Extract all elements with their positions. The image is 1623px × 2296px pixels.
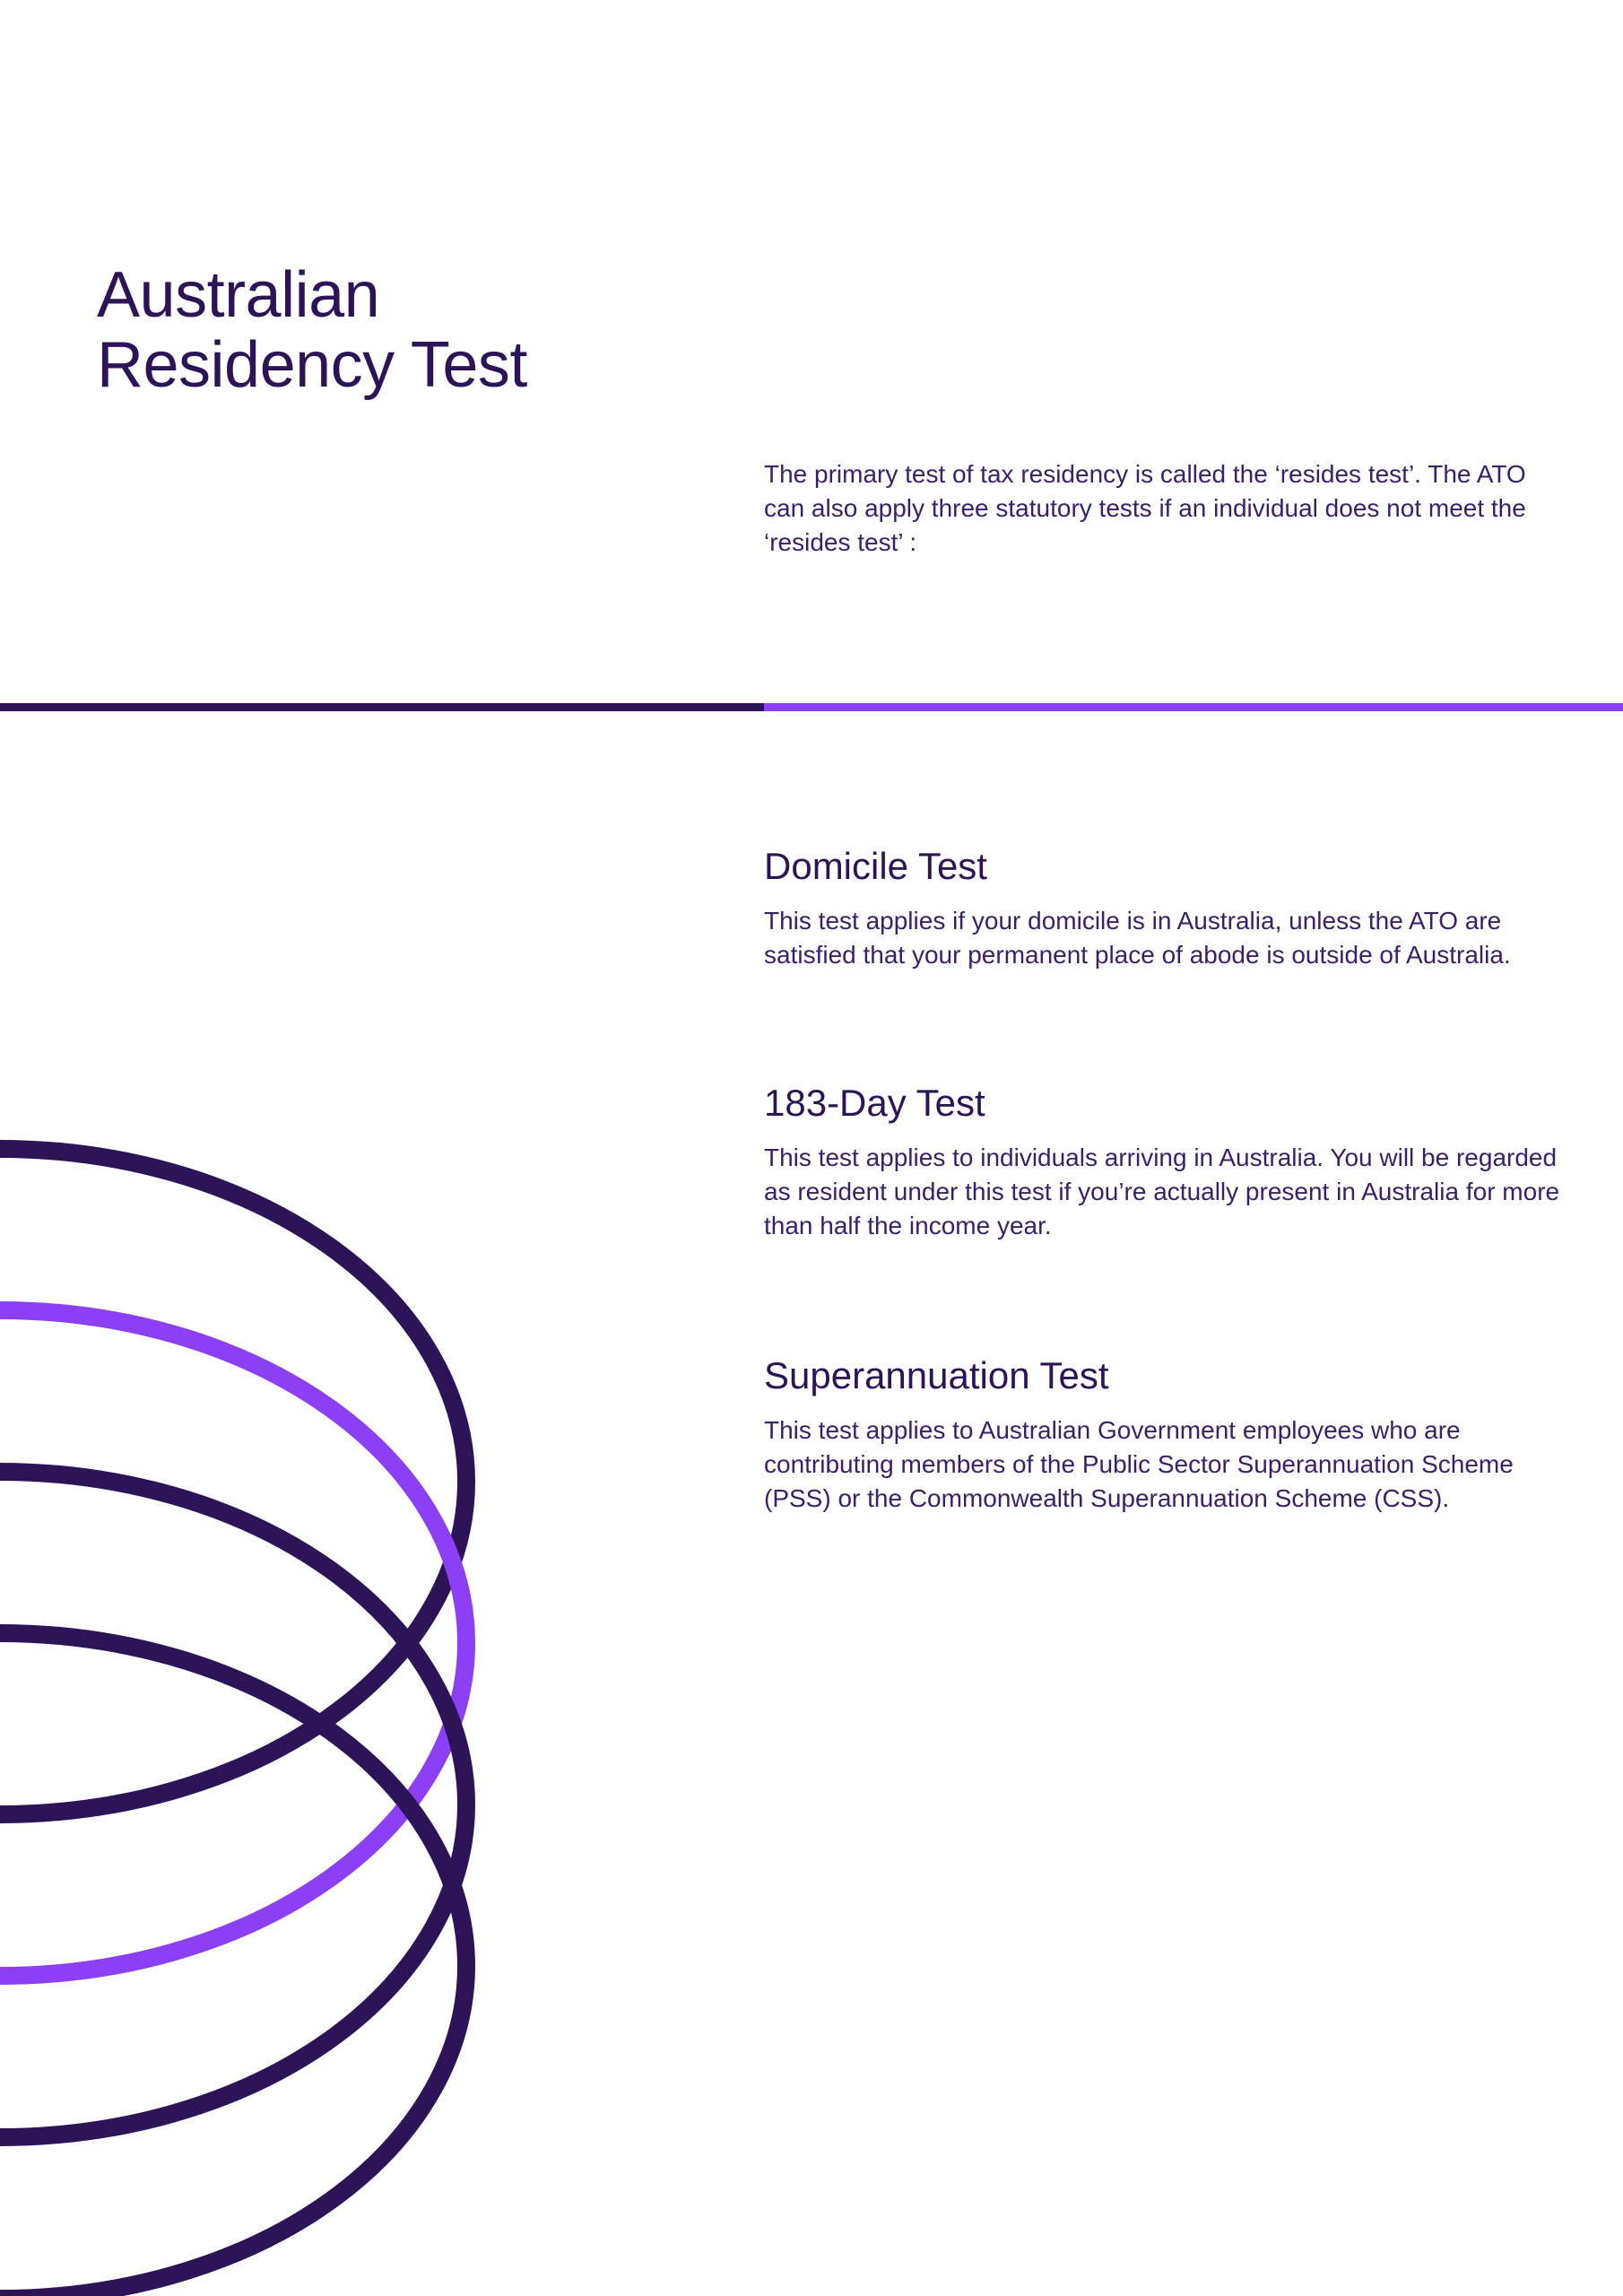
- ring-2-accent: [0, 1301, 475, 1985]
- section-body: This test applies to Australian Governme…: [764, 1416, 1514, 1512]
- page-title-line-1: Australian: [97, 259, 380, 331]
- section-body: This test applies if your domicile is in…: [764, 907, 1511, 969]
- section-heading: Domicile Test: [764, 845, 987, 887]
- intro-paragraph: The primary test of tax residency is cal…: [764, 460, 1526, 556]
- ring-1: [0, 1140, 475, 1823]
- ring-4: [0, 1624, 475, 2296]
- page-title-line-2: Residency Test: [97, 329, 527, 401]
- divider-dark-segment: [0, 703, 764, 711]
- decorative-rings: [0, 1140, 475, 2296]
- section-heading: 183-Day Test: [764, 1082, 985, 1124]
- ring-3: [0, 1463, 475, 2146]
- section-domicile-test: Domicile Test This test applies if your …: [764, 843, 1571, 972]
- section-superannuation-test: Superannuation Test This test applies to…: [764, 1352, 1571, 1516]
- section-heading: Superannuation Test: [764, 1354, 1109, 1396]
- section-body: This test applies to individuals arrivin…: [764, 1144, 1560, 1239]
- section-183-day-test: 183-Day Test This test applies to indivi…: [764, 1080, 1571, 1243]
- page-title: Australian Residency Test: [97, 260, 527, 400]
- divider-accent-segment: [764, 703, 1623, 711]
